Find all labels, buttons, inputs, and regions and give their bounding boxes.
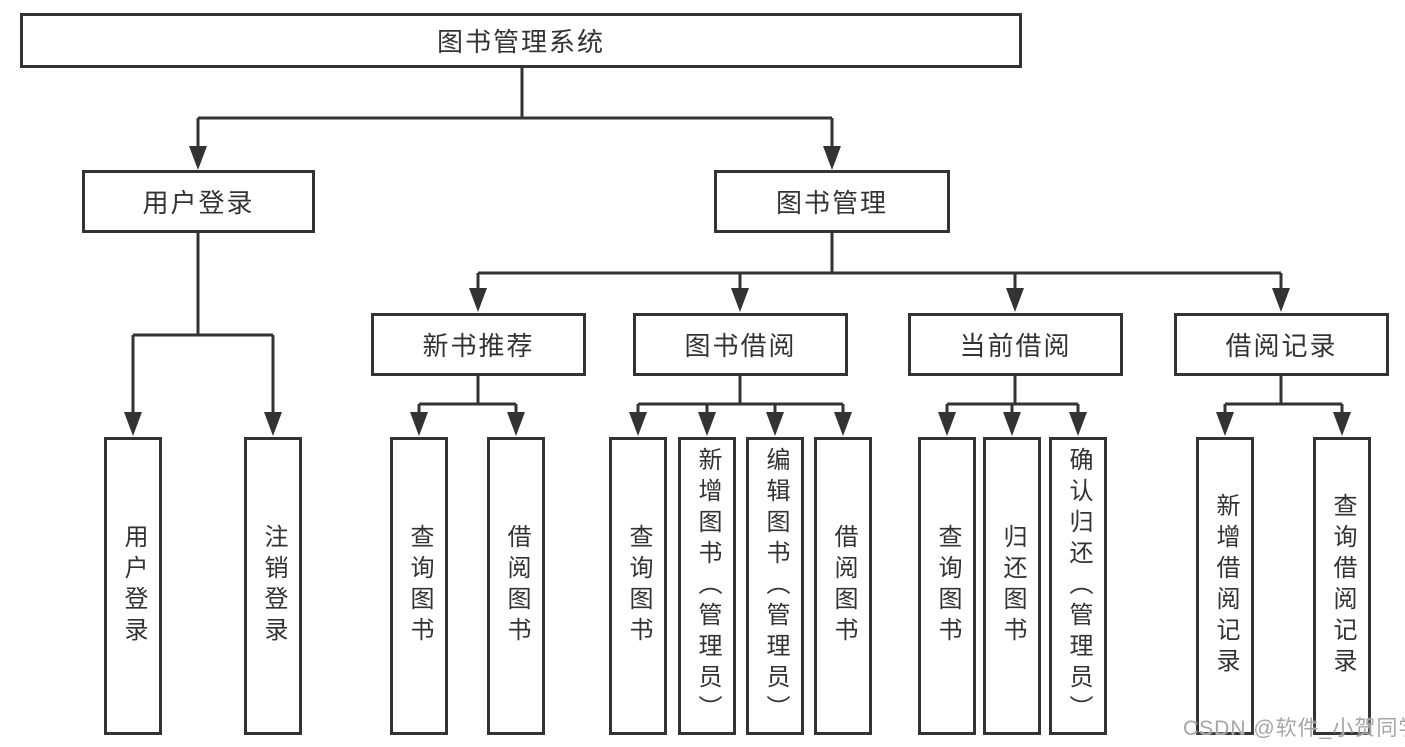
leaf-recommend-borrow-books-label: 借阅图书 [503,524,530,648]
leaf-current-query-books: 查询图书 [918,437,976,735]
root-node-library-system: 图书管理系统 [20,13,1022,68]
leaf-recommend-borrow-books: 借阅图书 [487,437,545,735]
leaf-current-query-books-label: 查询图书 [934,524,961,648]
leaf-current-return-books: 归还图书 [983,437,1041,735]
leaf-borrow-add-books-admin-label: 新增图书（管理员） [694,446,721,726]
leaf-recommend-query-books: 查询图书 [390,437,448,735]
leaf-recommend-query-books-label: 查询图书 [406,524,433,648]
node-new-book-recommend: 新书推荐 [371,313,586,376]
leaf-borrow-edit-books-admin-label: 编辑图书（管理员） [762,446,789,726]
leaf-borrow-add-books-admin: 新增图书（管理员） [678,437,736,735]
leaf-current-return-books-label: 归还图书 [999,524,1026,648]
node-book-management: 图书管理 [714,170,950,233]
leaf-records-query-record: 查询借阅记录 [1313,437,1371,735]
leaf-current-confirm-return-admin: 确认归还（管理员） [1049,437,1107,735]
node-borrow-records: 借阅记录 [1174,313,1389,376]
leaf-user-login-label: 用户登录 [120,524,147,648]
leaf-records-query-record-label: 查询借阅记录 [1329,493,1356,679]
node-user-login: 用户登录 [82,170,315,233]
leaf-borrow-borrow-books: 借阅图书 [814,437,872,735]
csdn-watermark: CSDN @软件_小贺同学 [1183,717,1405,740]
node-current-borrow: 当前借阅 [908,313,1123,376]
leaf-borrow-query-books-label: 查询图书 [625,524,652,648]
leaf-current-confirm-return-admin-label: 确认归还（管理员） [1065,446,1092,726]
leaf-borrow-edit-books-admin: 编辑图书（管理员） [746,437,804,735]
leaf-logout-label: 注销登录 [260,524,287,648]
leaf-user-login: 用户登录 [104,437,162,735]
node-book-borrow: 图书借阅 [633,313,848,376]
leaf-borrow-borrow-books-label: 借阅图书 [830,524,857,648]
leaf-records-add-record: 新增借阅记录 [1196,437,1254,735]
leaf-logout: 注销登录 [244,437,302,735]
leaf-borrow-query-books: 查询图书 [609,437,667,735]
leaf-records-add-record-label: 新增借阅记录 [1212,493,1239,679]
